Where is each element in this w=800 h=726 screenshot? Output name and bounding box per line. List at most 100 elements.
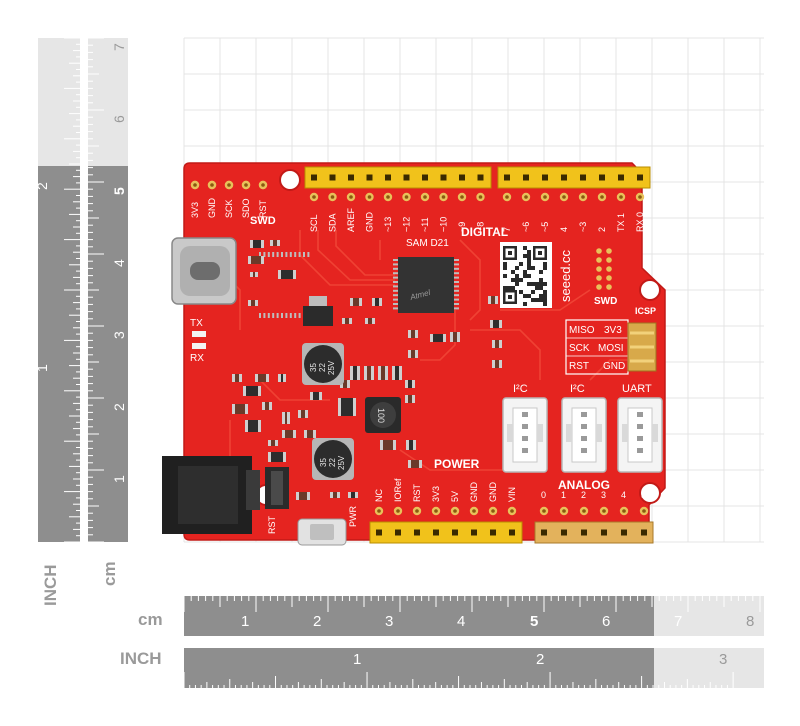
bottom-cm-tick-7: 7 [674, 613, 682, 630]
analog-pin-0: 0 [541, 490, 546, 500]
digital-pin-left-6: ~11 [420, 217, 430, 232]
power-label: POWER [434, 457, 480, 471]
digital-pin-left-3: GND [365, 212, 375, 233]
cap1-text-1: 35 [309, 363, 318, 372]
cap2-text-3: 25V [337, 455, 346, 470]
power-header[interactable] [369, 521, 523, 544]
cap2-text-1: 35 [319, 458, 328, 467]
analog-pin-5: 5 [641, 490, 646, 500]
pwr-label: PWR [348, 506, 358, 527]
tx-label: TX [190, 318, 203, 329]
digital-pin-left-2: AREF [346, 207, 356, 232]
icsp-pin-gnd: GND [603, 361, 625, 372]
icsp-pin-miso: MISO [569, 325, 595, 336]
dc-barrel-jack[interactable] [162, 456, 260, 534]
analog-pin-3: 3 [601, 490, 606, 500]
left-inch-label: INCH [41, 564, 60, 606]
bottom-cm-label: cm [138, 610, 163, 629]
rx-label: RX [190, 353, 204, 364]
chip-label: SAM D21 [406, 238, 449, 249]
digital-pin-left-4: ~13 [383, 217, 393, 232]
bottom-cm-tick-3: 3 [385, 613, 393, 630]
power-pin-5: GND [469, 482, 479, 503]
website-label: seeed.cc [558, 249, 573, 302]
analog-pin-1: 1 [561, 490, 566, 500]
bottom-inch-tick-1: 1 [353, 651, 361, 668]
bottom-cm-tick-5: 5 [530, 613, 538, 630]
usb-c-port[interactable] [171, 237, 237, 305]
left-inch-tick-2: 2 [34, 182, 50, 190]
digital-label: DIGITAL [461, 225, 508, 239]
bottom-inch-tick-3: 3 [719, 651, 727, 668]
analog-header[interactable] [534, 521, 654, 544]
digital-pin-right-4: ~3 [578, 222, 588, 232]
grove-label-uart: UART [622, 383, 652, 395]
grove-connector-2[interactable] [561, 397, 607, 473]
grove-connectors [502, 397, 663, 473]
power-pin-1: IORef [393, 478, 403, 502]
digital-pin-left-9: ~8 [476, 222, 486, 232]
power-pin-7: VIN [507, 487, 517, 502]
digital-pin-right-0: 7 [502, 227, 512, 232]
left-cm-tick-3: 3 [111, 331, 127, 339]
inductor-text: 100 [376, 408, 386, 423]
digital-pin-right-1: ~6 [521, 222, 531, 232]
icsp-pin-mosi: MOSI [598, 343, 624, 354]
digital-pin-right-2: ~5 [540, 222, 550, 232]
digital-pin-right-7: RX 0 [635, 212, 645, 232]
digital-pin-left-1: SDA [328, 213, 338, 232]
swd-header-pads [190, 180, 268, 190]
left-cm-tick-2: 2 [111, 403, 127, 411]
left-inch-tick-1: 1 [34, 364, 50, 372]
bottom-cm-tick-8: 8 [746, 613, 754, 630]
power-pin-4: 5V [450, 491, 460, 502]
digital-pin-left-8: ~9 [457, 222, 467, 232]
left-cm-tick-6: 6 [111, 115, 127, 123]
cap1-text-3: 25V [327, 360, 336, 375]
icsp-pin-rst: RST [569, 361, 589, 372]
bottom-cm-tick-4: 4 [457, 613, 465, 630]
cap1-text-2: 22 [318, 363, 327, 372]
swd-pin-4: RST [258, 199, 268, 218]
grove-label-i2c-1: I²C [513, 383, 528, 395]
left-cm-tick-4: 4 [111, 259, 127, 267]
digital-pin-left-5: ~12 [402, 217, 412, 232]
icsp-pin-sck: SCK [569, 343, 590, 354]
icsp-label: ICSP [635, 306, 656, 316]
swd-pin-1: GND [207, 198, 217, 219]
swd-right-label: SWD [594, 296, 617, 307]
power-pin-3: 3V3 [431, 486, 441, 502]
left-cm-tick-5: 5 [111, 187, 127, 195]
analog-pin-4: 4 [621, 490, 626, 500]
digital-pin-left-0: SCL [309, 214, 319, 232]
grove-connector-3[interactable] [617, 397, 663, 473]
smd-components [232, 240, 502, 500]
analog-pin-2: 2 [581, 490, 586, 500]
grove-connector-1[interactable] [502, 397, 548, 473]
bottom-cm-tick-1: 1 [241, 613, 249, 630]
icsp-pin-3v3: 3V3 [604, 325, 622, 336]
swd-pin-3: SDO [241, 198, 251, 218]
bottom-cm-tick-2: 2 [313, 613, 321, 630]
qr-code [500, 242, 552, 308]
digital-header-right[interactable] [497, 166, 651, 189]
digital-pin-left-7: ~10 [439, 217, 449, 232]
power-pin-0: NC [374, 489, 384, 502]
grove-label-i2c-2: I²C [570, 383, 585, 395]
digital-pin-right-5: 2 [597, 227, 607, 232]
power-inductor: 100 [365, 397, 401, 433]
swd-pin-2: SCK [224, 199, 234, 218]
reset-button[interactable] [297, 518, 347, 546]
sam-d21-chip: Atmel [259, 252, 459, 318]
cap2-text-2: 22 [328, 458, 337, 467]
icsp-header[interactable] [627, 322, 657, 372]
left-cm-tick-7: 7 [111, 43, 127, 51]
electrolytic-capacitor-2: 35 22 25V [312, 438, 354, 480]
digital-header-left[interactable] [304, 166, 492, 189]
digital-pin-right-6: TX 1 [616, 213, 626, 232]
digital-pin-right-3: 4 [559, 227, 569, 232]
analog-label: ANALOG [558, 478, 610, 492]
rst-label: RST [267, 515, 277, 534]
bottom-inch-label: INCH [120, 649, 162, 668]
